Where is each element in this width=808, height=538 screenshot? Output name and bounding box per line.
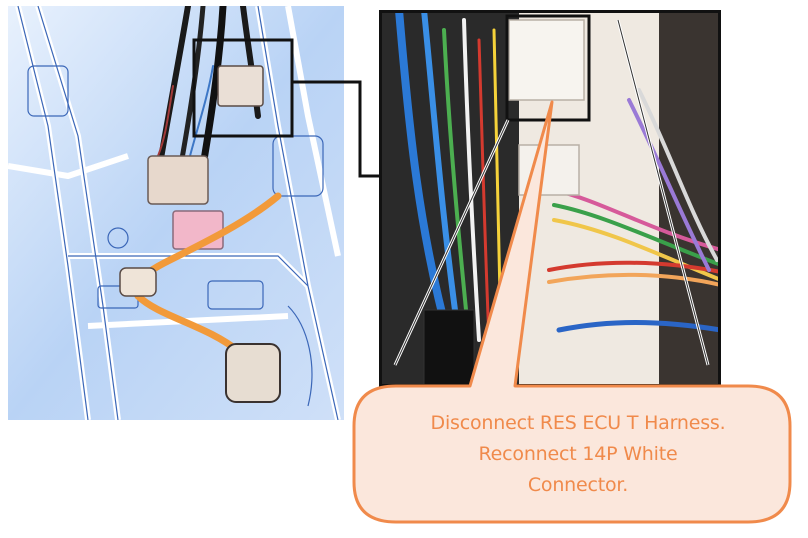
callout-line-2: Reconnect 14P White	[478, 443, 678, 465]
inline-connector	[119, 267, 157, 297]
harness-plug	[225, 343, 281, 403]
leader-line	[292, 80, 379, 178]
callout-text: Disconnect RES ECU T Harness. Reconnect …	[368, 408, 788, 501]
white-connector-sketch	[217, 65, 264, 107]
callout-bubble	[352, 100, 792, 524]
callout-line-1: Disconnect RES ECU T Harness.	[430, 412, 726, 434]
14p-white-connector	[508, 19, 585, 101]
dash-outline	[17, 6, 339, 420]
detail-highlight-box	[192, 38, 294, 138]
callout-line-3: Connector.	[527, 474, 629, 496]
dashboard-illustration	[8, 6, 344, 420]
zoom-line-right-edge	[617, 19, 709, 366]
connector-block	[147, 155, 209, 205]
black-connector	[423, 309, 475, 387]
zoom-line-left-edge	[394, 119, 509, 366]
